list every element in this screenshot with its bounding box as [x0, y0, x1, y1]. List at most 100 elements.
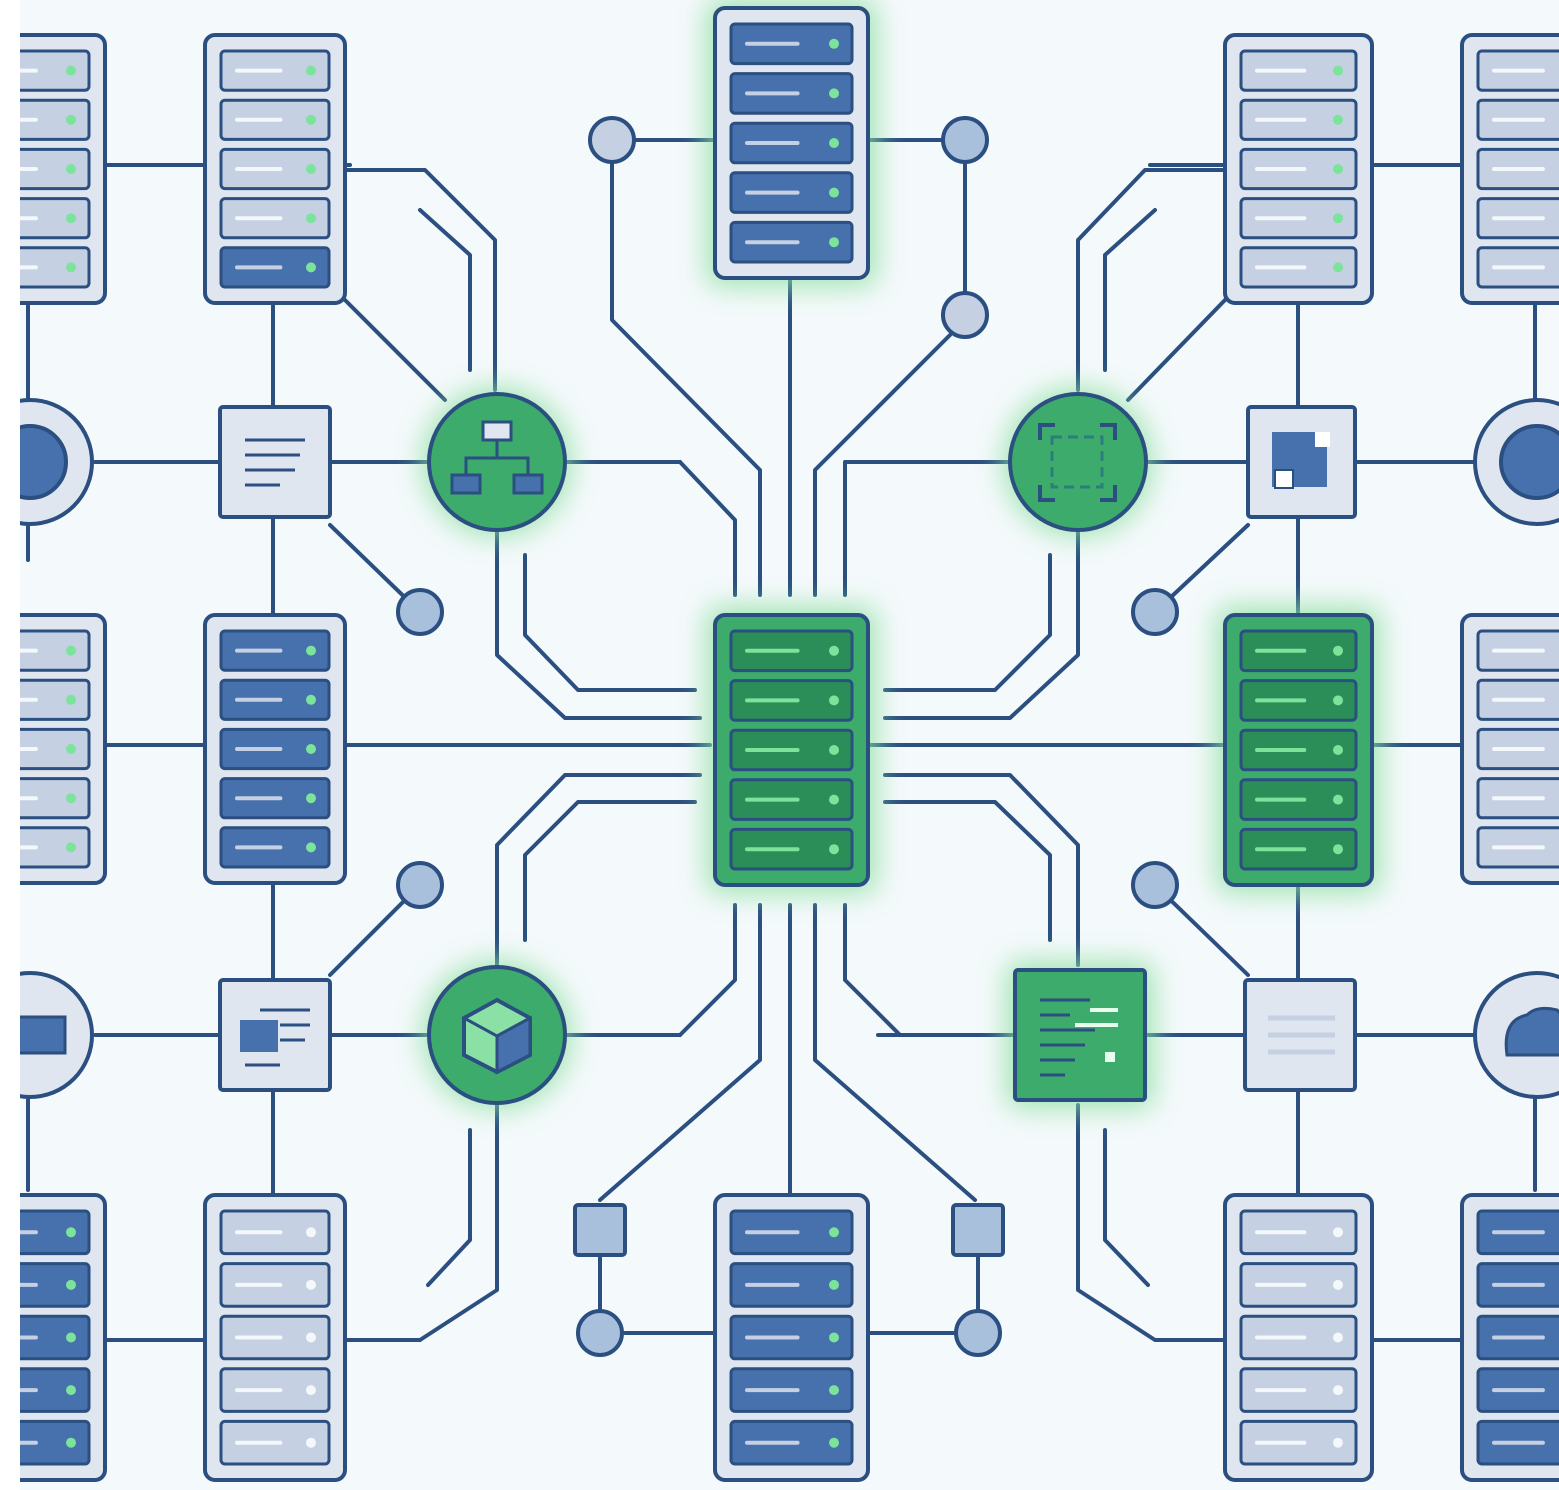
server-slot — [0, 246, 91, 289]
status-led-icon — [1333, 1227, 1343, 1238]
status-led-icon — [1333, 262, 1343, 273]
status-led-icon — [66, 744, 76, 754]
server-slot — [0, 1367, 91, 1413]
connector-line — [813, 903, 977, 1202]
bottom-right-server — [1223, 1193, 1374, 1482]
status-led-icon — [829, 745, 839, 755]
status-led-icon — [66, 1437, 76, 1448]
document-card-left-top — [218, 405, 332, 519]
status-led-icon — [829, 187, 839, 198]
status-led-icon — [829, 88, 839, 99]
connector-line — [495, 528, 702, 720]
connector-line — [883, 528, 1080, 720]
edge-server-right-mid — [1460, 613, 1559, 885]
scan-frame-icon — [1038, 423, 1055, 440]
edge-node-right-top — [1473, 398, 1559, 526]
server-slot — [0, 1419, 91, 1466]
server-slot — [0, 98, 91, 141]
server-slot — [0, 777, 91, 820]
connector-line — [813, 333, 952, 597]
hierarchy-branch — [464, 440, 499, 475]
top-right-server — [1223, 33, 1374, 305]
server-slot — [0, 1314, 91, 1361]
status-led-icon — [1333, 114, 1343, 125]
connector-line — [343, 168, 497, 392]
status-led-icon — [829, 1385, 839, 1396]
hierarchy-leaf — [450, 473, 482, 495]
connector-line — [598, 903, 762, 1202]
connector-line — [883, 773, 1080, 967]
cube-edge — [463, 1016, 499, 1072]
status-led-icon — [829, 138, 839, 148]
edge-server-left-mid — [0, 613, 107, 885]
status-led-icon — [829, 38, 839, 49]
status-led-icon — [1333, 1332, 1343, 1343]
status-led-icon — [829, 794, 839, 805]
connector-line — [883, 553, 1052, 692]
network-node-icon — [576, 1309, 624, 1357]
status-led-icon — [306, 793, 316, 804]
status-led-icon — [1333, 213, 1343, 224]
status-led-icon — [306, 213, 316, 224]
status-led-icon — [306, 164, 316, 174]
diagonal-line — [1126, 298, 1227, 402]
network-node-icon — [396, 861, 444, 909]
server-slot — [0, 826, 91, 869]
status-led-icon — [829, 1279, 839, 1290]
top-left-server — [203, 33, 347, 305]
status-led-icon — [306, 262, 316, 273]
scan-inner-frame — [1050, 435, 1104, 489]
status-led-icon — [306, 694, 316, 705]
status-led-icon — [1333, 695, 1343, 706]
status-led-icon — [306, 744, 316, 754]
bottom-left-server — [203, 1193, 347, 1482]
server-slot — [0, 1262, 91, 1308]
status-led-icon — [1333, 645, 1343, 656]
status-led-icon — [306, 1437, 316, 1448]
status-led-icon — [66, 114, 76, 125]
network-hub — [427, 392, 567, 532]
status-led-icon — [66, 694, 76, 705]
image-card-right-top — [1246, 405, 1357, 519]
status-led-icon — [66, 793, 76, 804]
status-led-icon — [829, 695, 839, 706]
connector-line — [1103, 1128, 1150, 1287]
connector-line — [1076, 1103, 1227, 1342]
card-frame — [1013, 968, 1147, 1102]
core-server — [713, 613, 870, 887]
connector-line — [523, 800, 697, 942]
hierarchy-leaf — [512, 473, 544, 495]
scan-frame-icon — [1038, 485, 1055, 502]
junction-square-icon — [951, 1203, 1005, 1257]
connector-line — [1103, 208, 1157, 372]
connector-line — [678, 460, 737, 597]
junction-square-icon — [573, 1203, 627, 1257]
document-icon — [1105, 1052, 1115, 1062]
status-led-icon — [1333, 844, 1343, 855]
connector-line — [843, 903, 1017, 1037]
cube-hub — [427, 965, 567, 1105]
server-slot — [0, 678, 91, 721]
connector-line — [418, 1103, 499, 1342]
connector-line — [866, 138, 967, 317]
edge-server-right-top — [1460, 33, 1559, 305]
status-led-icon — [306, 114, 316, 125]
cloud-icon — [1504, 1006, 1559, 1057]
server-slot — [0, 727, 91, 771]
left-mid-server — [203, 613, 347, 885]
diagonal-line — [343, 298, 447, 402]
status-led-icon — [1333, 745, 1343, 755]
status-led-icon — [1333, 65, 1343, 76]
connector-line — [495, 773, 702, 967]
connector-line — [610, 158, 762, 597]
connector-line — [523, 553, 697, 692]
network-node-icon — [941, 116, 989, 164]
status-led-icon — [1333, 1279, 1343, 1290]
status-led-icon — [306, 65, 316, 76]
network-node-icon — [1131, 861, 1179, 909]
status-led-icon — [66, 842, 76, 853]
connector-line — [418, 208, 472, 372]
edge-node-right-bottom — [1473, 971, 1559, 1099]
status-led-icon — [306, 1227, 316, 1238]
